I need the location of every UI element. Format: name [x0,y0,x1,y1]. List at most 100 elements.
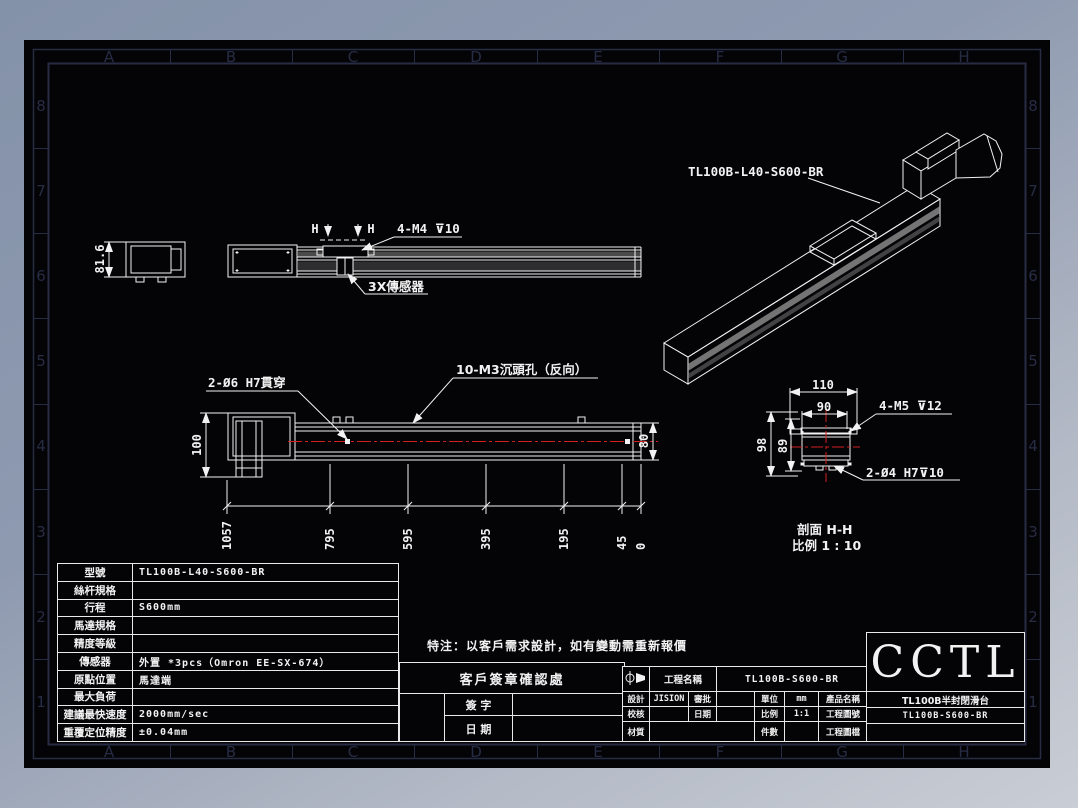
end-view-height-dim: 81.6 [93,245,107,274]
product-name-value: TL100B半封閉滑台 [867,692,1024,707]
svg-text:8: 8 [36,97,46,115]
spec-label: 精度等級 [58,635,132,652]
isometric-view [663,132,1003,385]
svg-text:1: 1 [1028,693,1038,711]
spec-value: 外置 *3pcs（Omron EE-SX-674） [133,652,398,670]
approve-label: 審批 [689,692,716,706]
svg-text:3: 3 [1028,523,1038,541]
signature-area [400,694,444,741]
svg-text:3: 3 [36,523,46,541]
svg-text:7: 7 [1028,182,1038,200]
spec-value: S600mm [133,599,398,617]
date2-value [717,707,754,721]
section-view [766,388,960,482]
svg-text:D: D [470,48,482,66]
svg-text:G: G [836,743,848,761]
spec-value: 2000mm/sec [133,706,398,724]
spec-label: 最大負荷 [58,688,132,706]
svg-text:4: 4 [1028,437,1038,455]
svg-text:45: 45 [615,536,629,550]
svg-text:G: G [836,48,848,66]
file-value [867,724,1024,741]
drawing-no-label: 工程圖號 [819,707,867,721]
section-scale-caption: 比例 1 : 10 [792,538,861,553]
svg-text:195: 195 [557,528,571,550]
section-dowel-callout: 2-Ø4 H7⊽10 [866,465,944,480]
special-note: 特注：以客戶需求設計，如有變動需重新報價 [427,639,688,653]
unit-value: mm [785,692,818,706]
spec-value: ±0.04mm [133,724,398,741]
section-thread-callout: 4-M5 ⊽12 [879,398,942,413]
zone-numbers-left: 8 7 6 5 4 3 2 1 [36,97,46,711]
section-dim-89: 89 [776,439,790,453]
project-name-value: TL100B-S600-BR [717,667,867,691]
spec-label: 行程 [58,599,132,617]
svg-text:7: 7 [36,182,46,200]
section-dim-90: 90 [817,400,831,414]
spec-label: 重覆定位精度 [58,724,132,741]
zone-letters-bottom: A B C D E F G H [104,743,970,761]
drawing-no-value: TL100B-S600-BR [867,708,1024,723]
spec-value [133,617,398,635]
unit-label: 單位 [755,692,784,706]
svg-text:B: B [226,743,236,761]
iso-model-label: TL100B-L40-S600-BR [688,164,824,179]
drawing-sheet: A B C D E F G H A B C D E F G H 8 7 6 5 … [24,40,1050,768]
svg-text:5: 5 [1028,352,1038,370]
svg-text:F: F [716,48,725,66]
qty-value [785,722,818,741]
design-value: JISION [650,692,688,706]
date2-label: 日期 [689,707,716,721]
svg-text:595: 595 [401,528,415,550]
section-dim-110: 110 [812,378,834,392]
svg-text:795: 795 [323,528,337,550]
plan-dim-100: 100 [190,434,204,456]
side-view [227,224,642,295]
check-value [650,707,688,721]
svg-text:F: F [716,743,725,761]
material-label: 材質 [623,722,649,741]
zone-numbers-right: 8 7 6 5 4 3 2 1 [1028,97,1038,711]
drawing-canvas: A B C D E F G H A B C D E F G H 8 7 6 5 … [32,48,1042,761]
svg-text:C: C [348,743,358,761]
date-field [513,716,624,741]
svg-text:8: 8 [1028,97,1038,115]
spec-value [133,581,398,599]
approve-value [717,692,754,706]
plan-chain-dims: 1057 795 595 395 195 45 0 [220,521,648,550]
spec-value: 馬達端 [133,670,398,688]
file-label: 工程圖檔 [819,722,867,741]
signature-block: 客戶簽章確認處 簽 字 日 期 [399,662,625,742]
svg-text:2: 2 [36,608,46,626]
scale-value: 1:1 [785,707,818,721]
plan-hole-callout: 2-Ø6 H7貫穿 [208,375,286,390]
projection-symbol-icon [623,667,649,691]
plan-view [200,377,659,514]
signature-title: 客戶簽章確認處 [400,663,624,693]
scale-label: 比例 [755,707,784,721]
zone-letters-top: A B C D E F G H [104,48,970,66]
date-label: 日 期 [445,716,512,741]
spec-label: 建議最快速度 [58,706,132,724]
section-mark-h-right: H [367,222,374,236]
side-thread-callout: 4-M4 ⊽10 [397,221,460,236]
product-name-label: 產品名稱 [819,692,867,706]
plan-dim-80: 80 [637,434,651,448]
section-mark-h-left: H [311,222,318,236]
section-dim-98: 98 [755,438,769,452]
spec-value [133,635,398,652]
svg-text:A: A [104,48,115,66]
svg-text:E: E [593,48,602,66]
svg-text:1: 1 [36,693,46,711]
side-sensor-callout: 3X傳感器 [368,279,424,294]
spec-label: 馬達規格 [58,617,132,635]
spec-label: 傳感器 [58,652,132,670]
svg-text:B: B [226,48,236,66]
logo-block: CCTL TL100B半封閉滑台 TL100B-S600-BR [866,632,1025,742]
spec-value: TL100B-L40-S600-BR [133,564,398,581]
project-name-label: 工程名稱 [650,667,716,691]
svg-text:1057: 1057 [220,521,234,550]
material-value [650,722,754,741]
svg-text:4: 4 [36,437,46,455]
